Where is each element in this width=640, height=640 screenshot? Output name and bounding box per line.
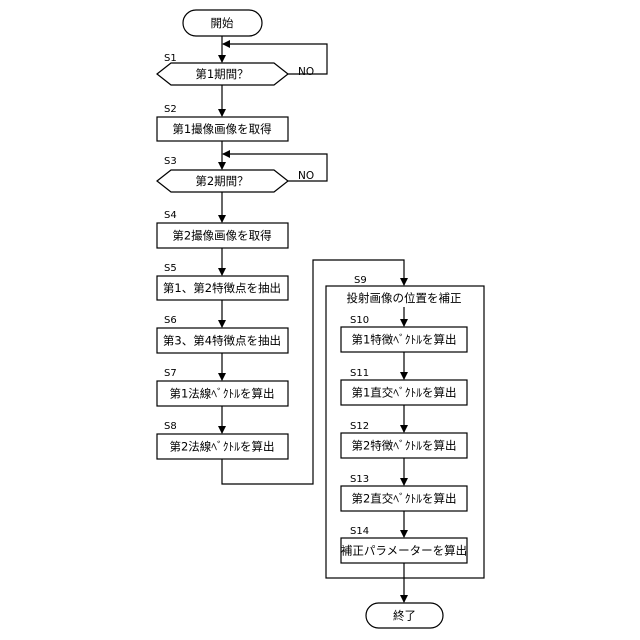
process-s10-text: 第1特徴ﾍﾞｸﾄﾙを算出 (351, 333, 456, 347)
group-s9-title: 投射画像の位置を補正 (347, 291, 462, 305)
no-label-s1: NO (298, 66, 314, 78)
no-label-s3: NO (298, 170, 314, 182)
step-label-s14: S14 (350, 526, 369, 537)
process-s5-text: 第1、第2特徴点を抽出 (163, 281, 281, 295)
start-text: 開始 (211, 16, 234, 30)
step-label-s8: S8 (164, 421, 177, 432)
step-label-s6: S6 (164, 315, 177, 326)
step-label-s10: S10 (350, 315, 369, 326)
process-s14-text: 補正パラメーターを算出 (341, 544, 467, 558)
process-s12-text: 第2特徴ﾍﾞｸﾄﾙを算出 (351, 439, 456, 453)
step-label-s13: S13 (350, 474, 369, 485)
step-label-s1: S1 (164, 53, 177, 64)
process-s13-text: 第2直交ﾍﾞｸﾄﾙを算出 (351, 492, 456, 506)
process-s7-text: 第1法線ﾍﾞｸﾄﾙを算出 (169, 387, 274, 401)
process-s6-text: 第3、第4特徴点を抽出 (163, 334, 281, 348)
step-label-s11: S11 (350, 368, 369, 379)
process-s2-text: 第1撮像画像を取得 (172, 122, 271, 136)
step-label-s9: S9 (354, 275, 367, 286)
process-s11-text: 第1直交ﾍﾞｸﾄﾙを算出 (351, 386, 456, 400)
decision-s1-text: 第1期間？ (195, 67, 248, 81)
step-label-s3: S3 (164, 156, 177, 167)
process-s8-text: 第2法線ﾍﾞｸﾄﾙを算出 (169, 440, 274, 454)
step-label-s12: S12 (350, 421, 369, 432)
step-label-s5: S5 (164, 263, 177, 274)
decision-s3-text: 第2期間？ (195, 174, 248, 188)
end-text: 終了 (393, 609, 416, 623)
step-label-s2: S2 (164, 104, 177, 115)
process-s4-text: 第2撮像画像を取得 (172, 229, 271, 243)
step-label-s7: S7 (164, 368, 177, 379)
step-label-s4: S4 (164, 210, 177, 221)
